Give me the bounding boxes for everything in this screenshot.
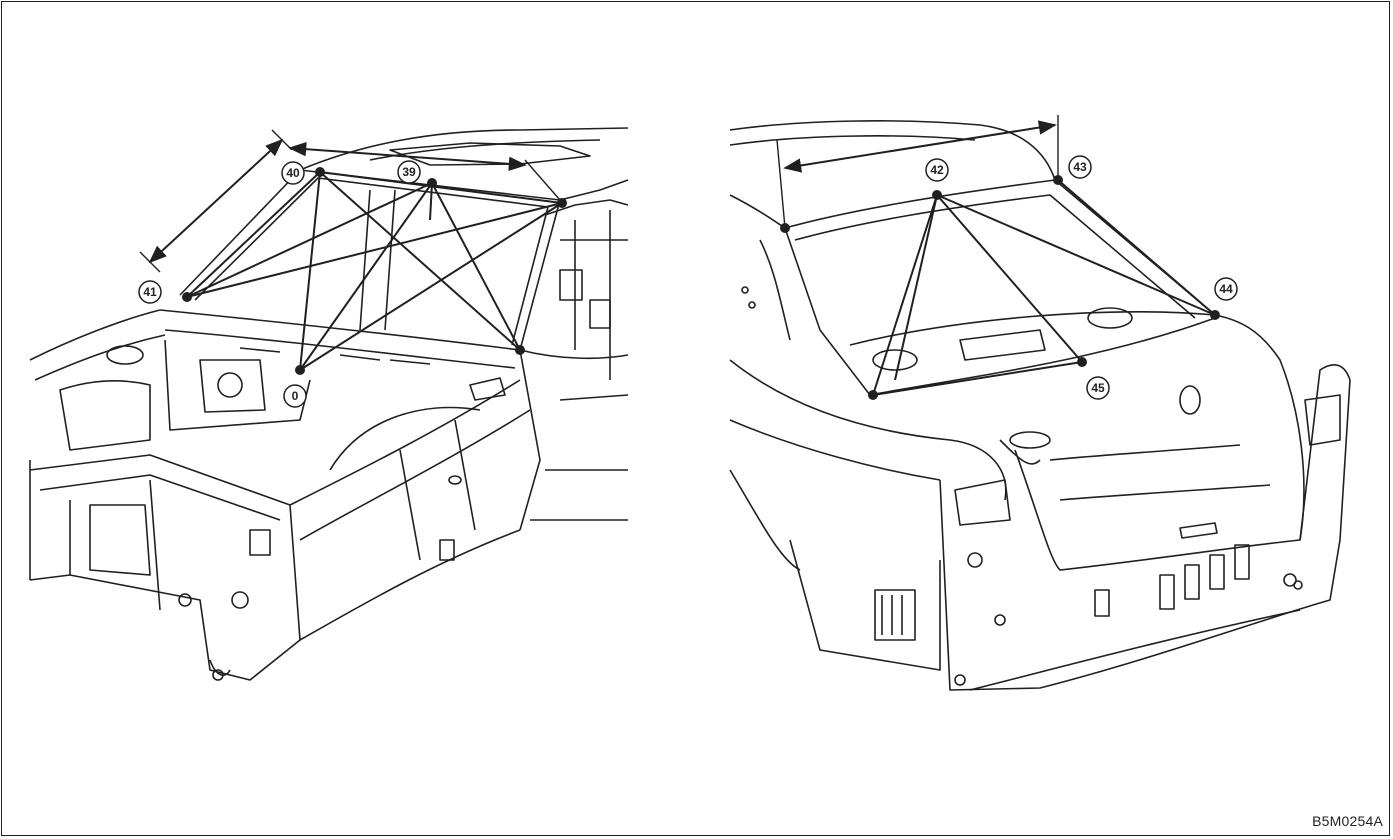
callout-39: 39 — [397, 160, 421, 184]
callout-45: 45 — [1086, 376, 1110, 400]
point-0-dot — [295, 365, 305, 375]
rear-measurement-points — [780, 175, 1220, 400]
callout-0-label: 0 — [292, 389, 299, 403]
front-measurement-points — [182, 167, 567, 375]
callout-40-label: 40 — [286, 166, 300, 180]
callout-44-label: 44 — [1219, 282, 1233, 296]
point-front-right-dot — [557, 198, 567, 208]
point-rear-left-dot — [780, 223, 790, 233]
point-41-dot — [182, 292, 192, 302]
callout-39-label: 39 — [402, 165, 416, 179]
callout-43-label: 43 — [1073, 160, 1087, 174]
point-42-dot — [932, 190, 942, 200]
point-44-dot — [1210, 310, 1220, 320]
point-rear-lower-left-dot — [868, 390, 878, 400]
point-front-lower-right-dot — [515, 345, 525, 355]
point-43-dot — [1053, 175, 1063, 185]
callout-41: 41 — [138, 280, 162, 304]
front-body-illustration — [29, 127, 629, 681]
point-45-dot — [1077, 357, 1087, 367]
callout-40: 40 — [281, 161, 305, 185]
callout-labels: 40 39 41 0 42 43 44 45 — [138, 155, 1238, 408]
callout-43: 43 — [1068, 155, 1092, 179]
front-measurement-lines — [139, 129, 563, 371]
point-39-dot — [427, 178, 437, 188]
callout-42-label: 42 — [930, 163, 944, 177]
callout-45-label: 45 — [1091, 381, 1105, 395]
callout-41-label: 41 — [143, 285, 157, 299]
rear-measurement-lines — [776, 115, 1216, 396]
callout-0: 0 — [283, 384, 307, 408]
rear-body-illustration — [729, 120, 1351, 691]
callout-42: 42 — [925, 158, 949, 182]
callout-44: 44 — [1214, 277, 1238, 301]
figure-reference-code: B5M0254A — [1312, 813, 1383, 829]
point-40-dot — [315, 167, 325, 177]
